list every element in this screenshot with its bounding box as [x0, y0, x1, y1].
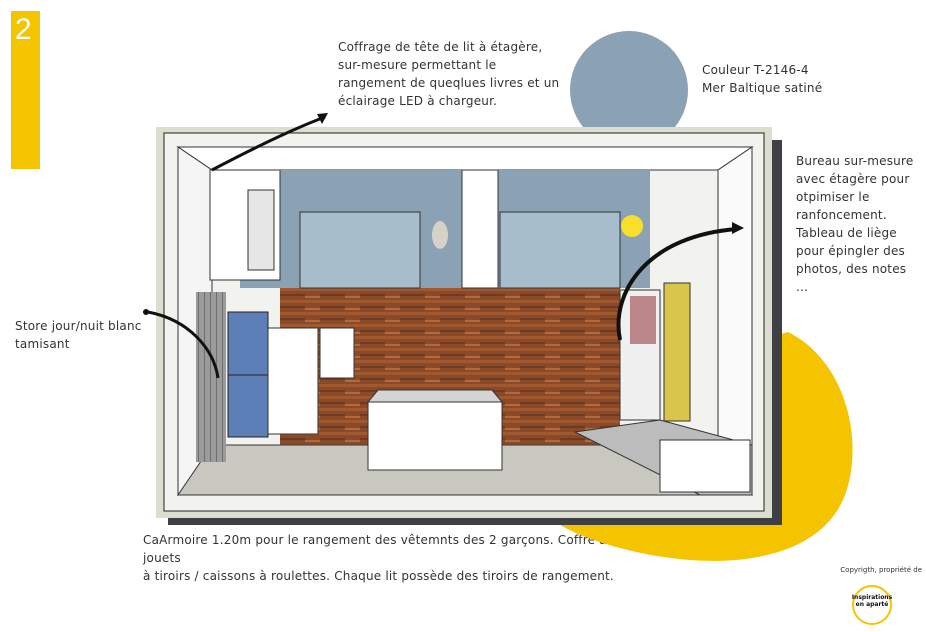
page-number-badge: 2 [11, 11, 40, 169]
desk-note: Bureau sur-mesure avec étagère pour otpi… [796, 154, 914, 294]
wardrobe-note: CaArmoire 1.20m pour le rangement des vê… [143, 533, 614, 583]
paint-color-note: Couleur T-2146-4 Mer Baltique satiné [702, 63, 823, 95]
copyright-label: Copyrigth, propriété de [840, 566, 922, 574]
blind-note: Store jour/nuit blanc tamisant [15, 319, 142, 351]
headboard-note: Coffrage de tête de lit à étagère, sur-m… [338, 40, 560, 108]
page-number: 2 [15, 13, 32, 46]
logo-ring-icon [852, 585, 892, 625]
